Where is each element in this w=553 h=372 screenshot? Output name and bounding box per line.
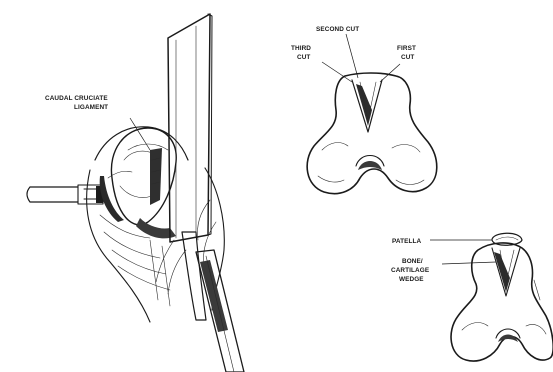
wedge-label-2: CARTILAGE: [391, 267, 430, 274]
trochlea-cuts-drawing: [307, 34, 437, 194]
patella-label: PATELLA: [392, 238, 422, 245]
wedge-label-3: WEDGE: [399, 276, 424, 283]
knee-surgery-drawing: [27, 14, 244, 372]
first-cut-label-2: CUT: [401, 54, 414, 61]
caudal-cruciate-label-1: CAUDAL CRUCIATE: [45, 95, 108, 102]
caudal-cruciate-label-2: LIGAMENT: [74, 104, 108, 111]
cruciate-ligament: [150, 148, 162, 205]
second-cut-label: SECOND CUT: [316, 26, 359, 33]
femoral-condyle: [100, 128, 177, 238]
wedge-leader: [442, 262, 496, 264]
retractor: [27, 185, 103, 204]
ligament-leader-line: [130, 118, 150, 150]
second-cut-leader: [346, 34, 358, 78]
third-cut-label-2: CUT: [297, 54, 310, 61]
first-cut-label-1: FIRST: [397, 45, 416, 52]
third-cut-leader: [322, 62, 352, 82]
third-cut-label-1: THIRD: [291, 45, 311, 52]
saw-blade: [168, 14, 212, 242]
wedge-label-1: BONE/: [402, 258, 423, 265]
patella-wedge-drawing: [430, 233, 553, 361]
